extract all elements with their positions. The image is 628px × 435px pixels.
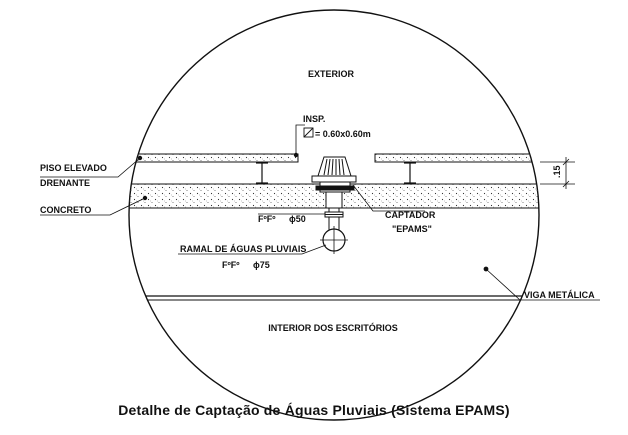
label-concreto: CONCRETO (40, 205, 91, 215)
dimension-15 (540, 157, 575, 189)
label-dia-75: ϕ75 (253, 260, 270, 270)
label-ramal: RAMAL DE ÁGUAS PLUVIAIS (180, 244, 306, 254)
raised-floor-left (129, 153, 299, 163)
leader-viga (485, 268, 600, 301)
leader-piso (40, 157, 141, 178)
label-epams: "EPAMS" (392, 224, 432, 234)
pedestal-right (404, 162, 416, 184)
label-insp: INSP. (303, 114, 325, 124)
raised-floor-right (374, 153, 539, 163)
captador-drain (311, 156, 357, 209)
leader-ramal (178, 244, 327, 255)
label-drenante: DRENANTE (40, 178, 90, 188)
leader-captador (352, 184, 425, 212)
label-insp-size: = 0.60x0.60m (315, 129, 371, 139)
label-dia-50: ϕ50 (289, 214, 306, 224)
label-captador: CAPTADOR (385, 210, 436, 220)
label-viga-metalica: VIGA METÁLICA (524, 290, 595, 300)
label-dimension-15: .15 (552, 165, 562, 178)
pipe-75-section (320, 226, 348, 254)
label-fofo-75: FºFº (222, 260, 240, 270)
leader-insp (295, 124, 305, 155)
pedestal-left (256, 162, 268, 184)
label-piso-elevado: PISO ELEVADO (40, 163, 107, 173)
label-fofo-50: FºFº (258, 214, 276, 224)
label-exterior: EXTERIOR (308, 69, 355, 79)
label-interior: INTERIOR DOS ESCRITÓRIOS (268, 322, 398, 333)
figure-caption: Detalhe de Captação de Águas Pluviais (S… (118, 402, 510, 418)
leader-concreto (40, 197, 146, 216)
pipe-50 (324, 208, 344, 232)
square-size-icon (303, 127, 314, 138)
detail-circle (128, 9, 540, 421)
